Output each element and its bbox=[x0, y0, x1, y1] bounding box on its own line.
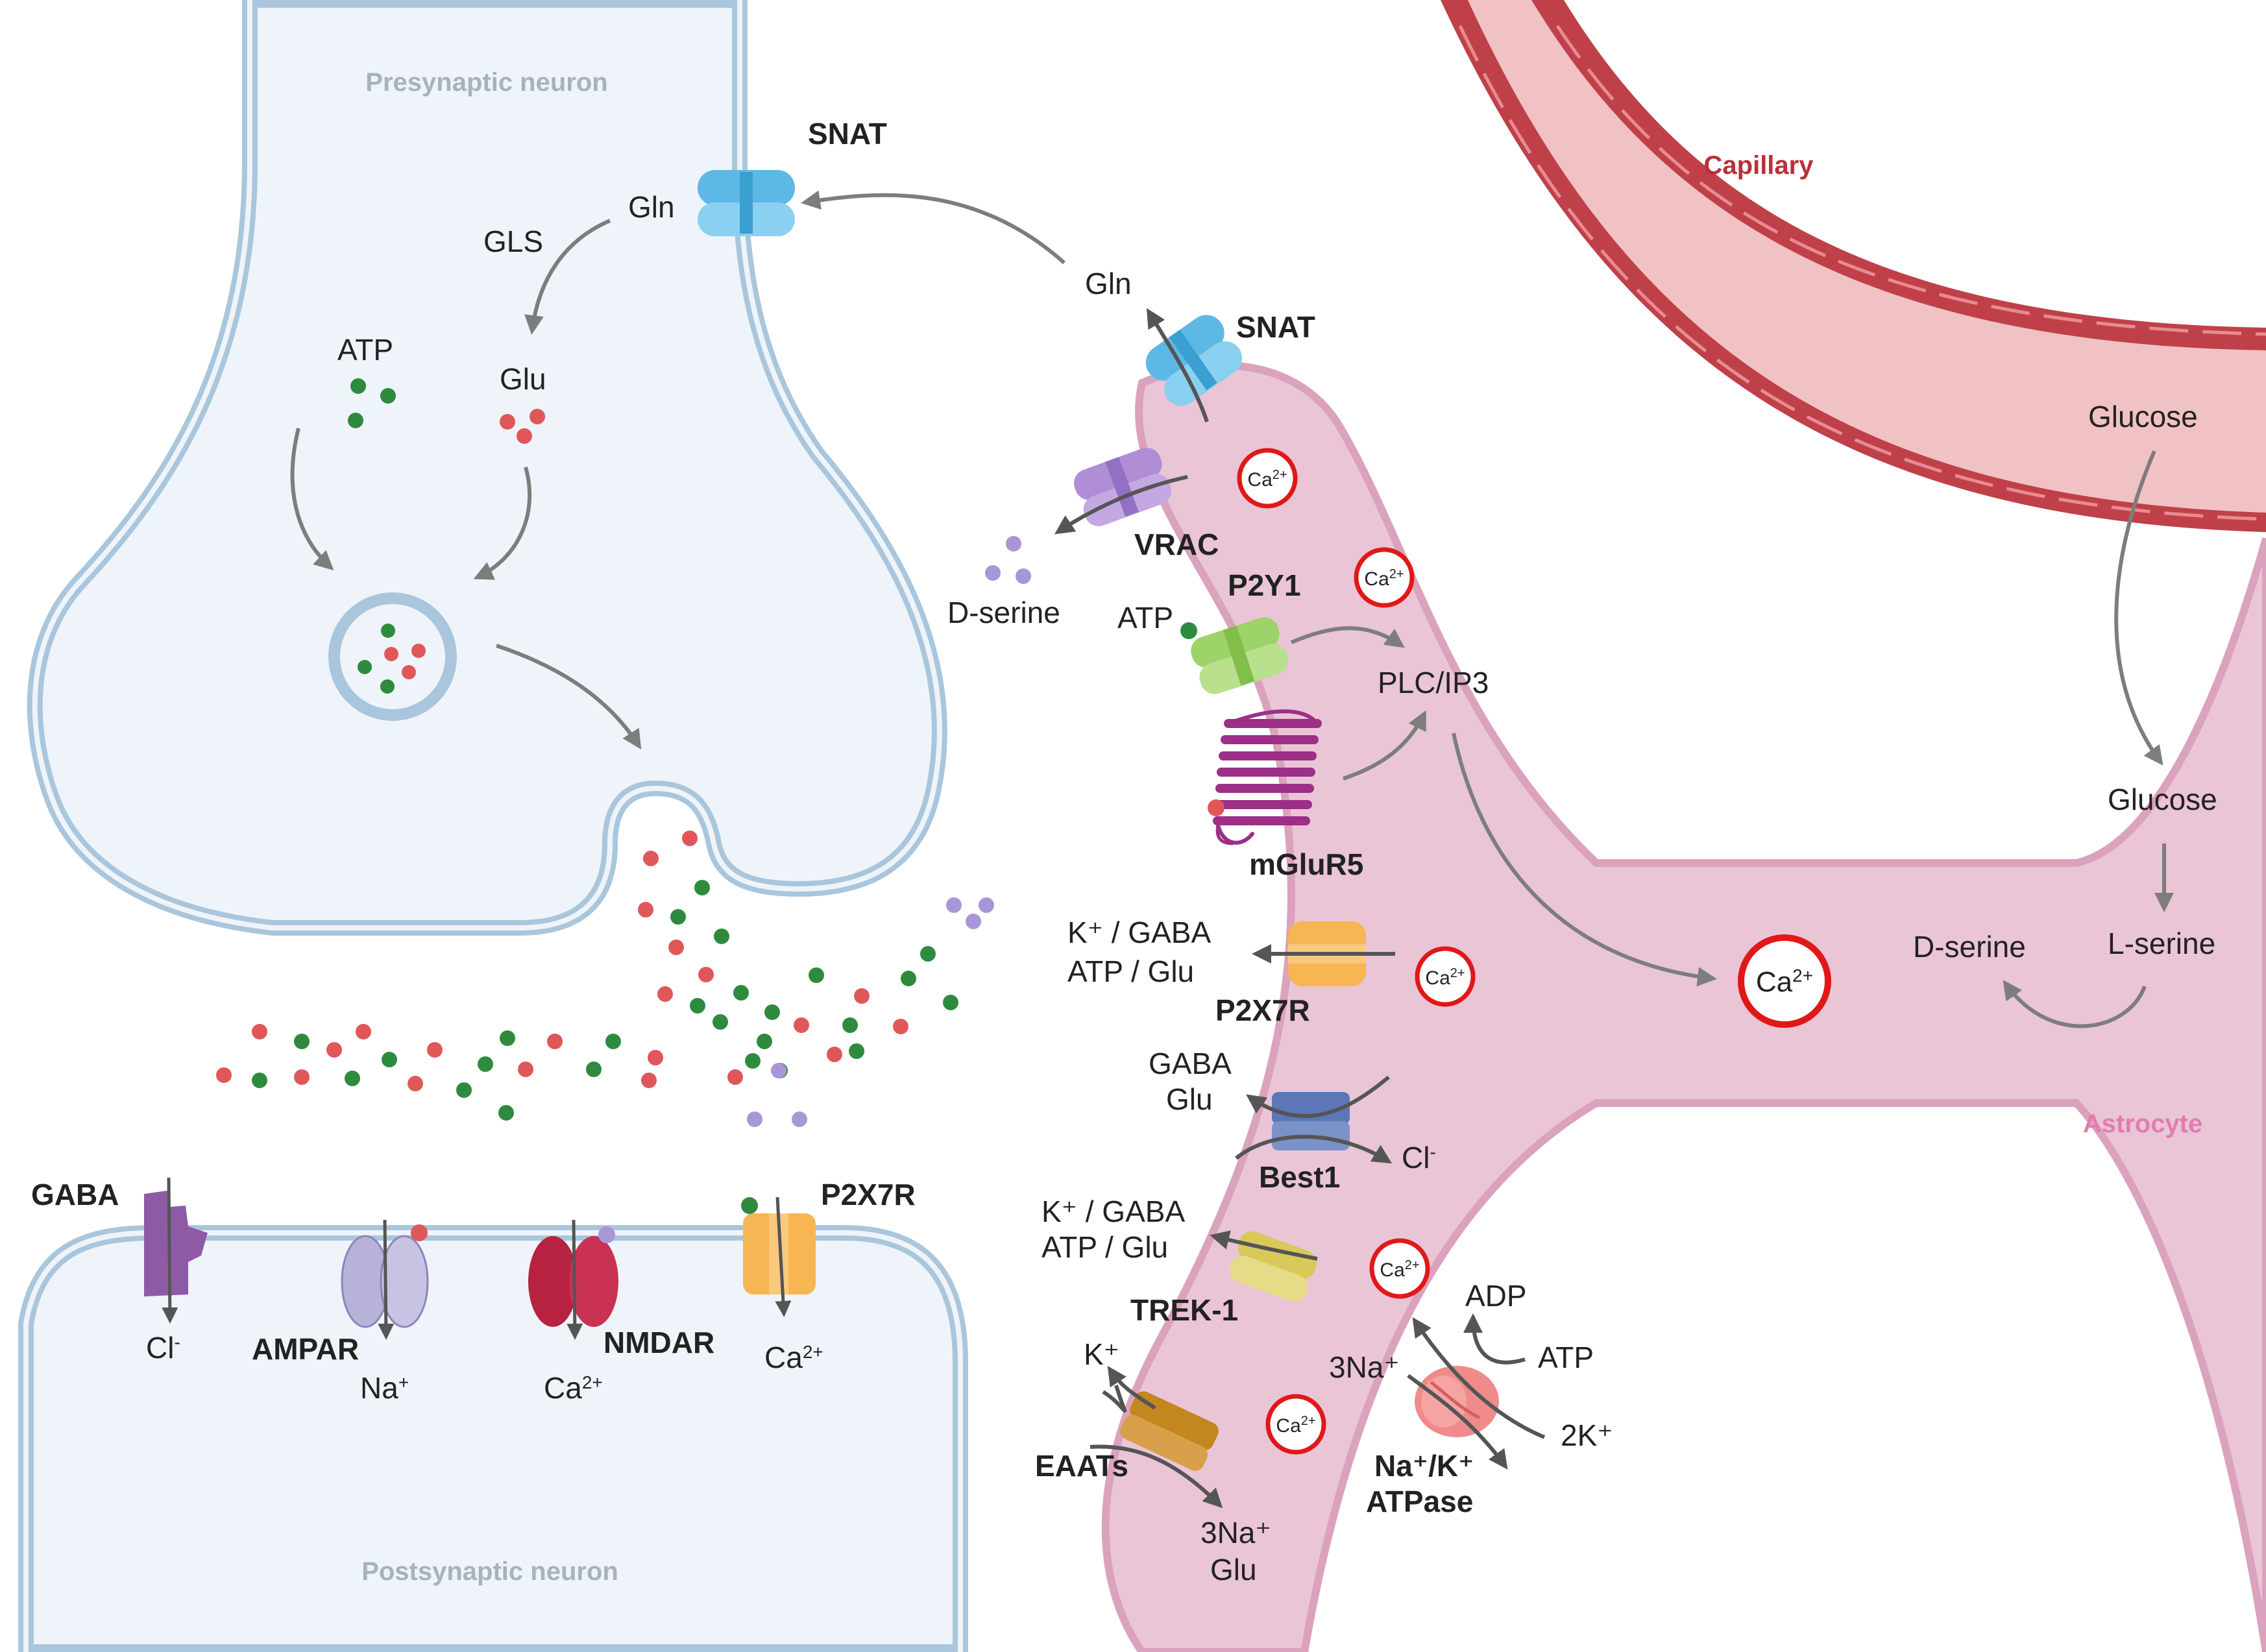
trek1-channel[interactable]: TREK-1 bbox=[1130, 1228, 1321, 1327]
glucose-label: Glucose bbox=[2108, 783, 2217, 816]
capillary: Capillary bbox=[1441, 0, 2266, 532]
p2x7r-release-line1: K⁺ / GABA bbox=[1067, 916, 1211, 949]
atp-presynaptic-label: ATP bbox=[337, 333, 393, 367]
d-serine-release-label: D-serine bbox=[947, 596, 1060, 629]
svg-text:Ca2+: Ca2+ bbox=[1756, 966, 1813, 999]
eaats-label: EAATs bbox=[1035, 1449, 1128, 1483]
trek1-release-line1: K⁺ / GABA bbox=[1042, 1195, 1185, 1228]
lserine-to-dserine-arrow bbox=[2003, 980, 2147, 1028]
gaba-receptor-ion: Cl- bbox=[146, 1331, 180, 1365]
p2x7r-astrocyte-label: P2X7R bbox=[1215, 993, 1310, 1027]
d-serine-label: D-serine bbox=[1913, 930, 2026, 964]
postsynaptic-label: Postsynaptic neuron bbox=[361, 1557, 618, 1586]
calcium-marker-5: Ca2+ bbox=[1265, 1394, 1326, 1455]
plc-ip3-label: PLC/IP3 bbox=[1378, 666, 1489, 699]
best1-cl-label: Cl- bbox=[1402, 1141, 1436, 1174]
nak-adp-label: ADP bbox=[1465, 1279, 1527, 1313]
synaptic-cleft-molecules bbox=[216, 831, 994, 1127]
p2y1-label: P2Y1 bbox=[1228, 568, 1301, 602]
p2x7r-receptor-postsynaptic[interactable]: P2X7R Ca2+ bbox=[741, 1178, 916, 1374]
best1-label: Best1 bbox=[1259, 1160, 1340, 1194]
mglur5-receptor[interactable]: mGluR5 bbox=[1208, 709, 1363, 881]
glucose-uptake-arrow bbox=[2114, 450, 2163, 766]
gln-presynaptic-label: Gln bbox=[628, 190, 675, 224]
ampar-label: AMPAR bbox=[252, 1332, 359, 1366]
gln-transfer-arrow bbox=[801, 190, 1066, 265]
svg-text:Ca2+: Ca2+ bbox=[1425, 966, 1465, 989]
vrac-channel[interactable]: VRAC bbox=[1054, 444, 1219, 561]
atp-astrocyte-label: ATP bbox=[1117, 601, 1173, 635]
synaptic-vesicle bbox=[328, 592, 457, 721]
p2x7r-postsynaptic-ion: Ca2+ bbox=[764, 1341, 823, 1374]
snat-presynaptic-label: SNAT bbox=[808, 117, 887, 151]
atp-molecules-presynaptic bbox=[348, 378, 396, 428]
p2x7r-channel-astrocyte[interactable]: P2X7R bbox=[1215, 921, 1395, 1027]
p2x7r-postsynaptic-label: P2X7R bbox=[821, 1178, 916, 1211]
l-serine-label: L-serine bbox=[2108, 927, 2215, 960]
gln-astrocyte-label: Gln bbox=[1085, 267, 1132, 300]
svg-text:Ca2+: Ca2+ bbox=[1380, 1258, 1419, 1281]
eaats-glu-label: Glu bbox=[1210, 1553, 1257, 1586]
svg-text:Ca2+: Ca2+ bbox=[1276, 1414, 1315, 1437]
p2y1-to-plc-arrow bbox=[1290, 626, 1405, 648]
eaats-transporter[interactable]: EAATs bbox=[1035, 1366, 1223, 1509]
na-k-atpase-label2: ATPase bbox=[1366, 1485, 1473, 1518]
d-serine-release-molecules bbox=[985, 536, 1031, 584]
best1-gaba-label: GABA bbox=[1149, 1047, 1232, 1080]
vesicle-release-arrow bbox=[496, 644, 642, 750]
gls-label: GLS bbox=[483, 225, 543, 258]
gaba-receptor-label: GABA bbox=[31, 1178, 119, 1211]
eaats-k-label: K⁺ bbox=[1084, 1337, 1119, 1371]
mglur5-label: mGluR5 bbox=[1249, 847, 1363, 881]
trek1-label: TREK-1 bbox=[1130, 1293, 1238, 1327]
capillary-label: Capillary bbox=[1704, 151, 1814, 180]
glutamate-molecules-presynaptic bbox=[500, 409, 545, 444]
trek1-release-line2: ATP / Glu bbox=[1042, 1230, 1168, 1264]
p2x7r-release-line2: ATP / Glu bbox=[1067, 954, 1194, 988]
plc-to-calcium-arrow bbox=[1452, 733, 1717, 987]
nmdar-label: NMDAR bbox=[603, 1326, 714, 1359]
atp-to-vesicle-arrow bbox=[290, 428, 334, 571]
vrac-label: VRAC bbox=[1134, 528, 1219, 561]
glucose-capillary-label: Glucose bbox=[2088, 400, 2198, 433]
ampar-ion: Na+ bbox=[360, 1371, 409, 1405]
snat-transporter-presynaptic[interactable]: SNAT bbox=[698, 117, 887, 236]
calcium-marker-central: Ca2+ bbox=[1738, 934, 1831, 1028]
calcium-marker-3: Ca2+ bbox=[1415, 946, 1476, 1007]
mglur5-to-plc-arrow bbox=[1343, 710, 1426, 781]
svg-text:Ca2+: Ca2+ bbox=[1364, 567, 1404, 590]
nmdar-ion: Ca2+ bbox=[544, 1371, 603, 1405]
snat-transporter-astrocyte[interactable]: SNAT bbox=[1139, 308, 1315, 422]
best1-glu-label: Glu bbox=[1166, 1082, 1213, 1116]
calcium-marker-2: Ca2+ bbox=[1354, 547, 1415, 608]
nak-atp-label: ATP bbox=[1538, 1341, 1594, 1374]
nak-3na-label: 3Na⁺ bbox=[1329, 1350, 1400, 1384]
presynaptic-label: Presynaptic neuron bbox=[365, 68, 607, 97]
calcium-marker-4: Ca2+ bbox=[1369, 1238, 1430, 1299]
nmdar-receptor[interactable]: NMDAR Ca2+ bbox=[528, 1219, 714, 1405]
na-k-atpase-label1: Na⁺/K⁺ bbox=[1374, 1449, 1474, 1483]
gls-arrow bbox=[524, 219, 611, 335]
gaba-receptor[interactable]: GABA Cl- bbox=[31, 1177, 208, 1365]
nak-2k-label: 2K⁺ bbox=[1561, 1418, 1613, 1452]
eaats-na-label: 3Na⁺ bbox=[1200, 1516, 1271, 1549]
postsynaptic-neuron: Postsynaptic neuron bbox=[18, 1225, 968, 1652]
presynaptic-neuron: Presynaptic neuron bbox=[27, 0, 947, 936]
snat-astrocyte-label: SNAT bbox=[1236, 310, 1315, 344]
ampar-receptor[interactable]: AMPAR Na+ bbox=[252, 1219, 429, 1405]
glu-to-vesicle-arrow bbox=[473, 467, 532, 580]
best1-channel[interactable]: Best1 bbox=[1235, 1075, 1393, 1194]
svg-text:Ca2+: Ca2+ bbox=[1247, 468, 1287, 491]
p2y1-receptor[interactable]: P2Y1 bbox=[1180, 568, 1301, 698]
astrocyte-label: Astrocyte bbox=[2083, 1110, 2203, 1138]
glu-presynaptic-label: Glu bbox=[500, 362, 546, 396]
calcium-marker-1: Ca2+ bbox=[1237, 448, 1298, 509]
na-k-atpase-pump[interactable]: Na⁺/K⁺ ATPase bbox=[1366, 1313, 1546, 1518]
